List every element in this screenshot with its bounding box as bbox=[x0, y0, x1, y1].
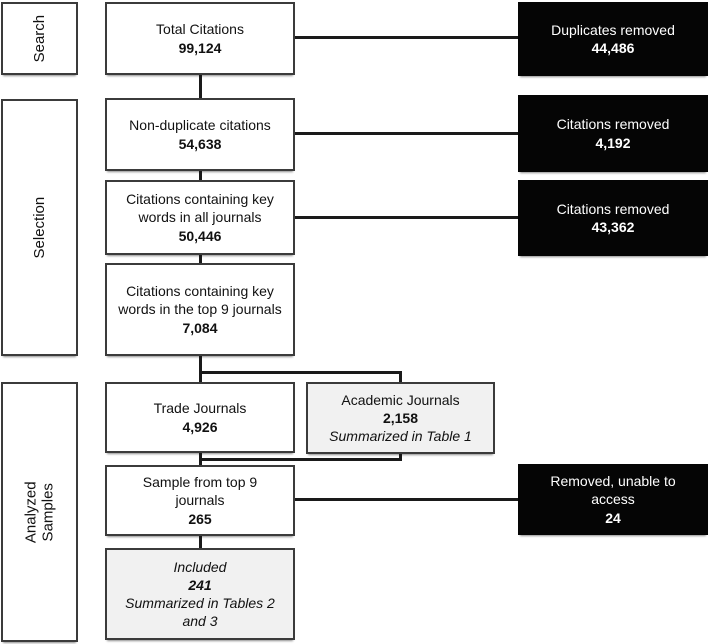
node-value: 2,158 bbox=[382, 409, 419, 426]
connector-keywords-all-to-keywords-top9 bbox=[199, 255, 202, 263]
connector-total-to-duplicates-removed bbox=[295, 36, 518, 39]
stage-box-search: Search bbox=[1, 2, 78, 75]
removed-label: Citations removed bbox=[556, 116, 670, 133]
node-note: Summarized in Tables 2 and 3 bbox=[125, 595, 275, 630]
connector-keywords-top9-to-trade bbox=[199, 356, 202, 382]
connector-total-to-nonduplicate bbox=[199, 75, 202, 98]
connector-split-horizontal bbox=[199, 371, 402, 374]
node-note: Summarized in Table 1 bbox=[329, 428, 472, 445]
node-value: 54,638 bbox=[178, 135, 222, 152]
stage-label-search: Search bbox=[30, 14, 48, 63]
node-label: Academic Journals bbox=[341, 391, 460, 408]
node-value: 7,084 bbox=[182, 319, 218, 336]
connector-merge-horizontal bbox=[199, 458, 402, 461]
node-total-citations: Total Citations 99,124 bbox=[105, 2, 295, 75]
node-label: Non-duplicate citations bbox=[129, 117, 271, 134]
node-included: Included 241 Summarized in Tables 2 and … bbox=[105, 548, 295, 640]
removed-label: Removed, unable to access bbox=[550, 473, 676, 508]
node-keywords-top9-journals: Citations containing key words in the to… bbox=[105, 263, 295, 356]
stage-label-analyzed-samples: Analyzed Samples bbox=[22, 481, 57, 543]
removed-box-citations-2: Citations removed 43,362 bbox=[518, 180, 708, 256]
removed-value: 44,486 bbox=[591, 40, 635, 56]
connector-sample-to-included bbox=[199, 536, 202, 548]
node-trade-journals: Trade Journals 4,926 bbox=[105, 382, 295, 453]
removed-label: Duplicates removed bbox=[551, 21, 675, 38]
stage-box-analyzed-samples: Analyzed Samples bbox=[1, 382, 78, 642]
node-label: Citations containing key words in the to… bbox=[118, 283, 282, 318]
connector-nonduplicate-to-citations-removed bbox=[295, 132, 518, 135]
removed-label: Citations removed bbox=[556, 200, 670, 217]
node-label: Trade Journals bbox=[153, 400, 247, 417]
removed-box-duplicates: Duplicates removed 44,486 bbox=[518, 2, 708, 76]
stage-label-selection: Selection bbox=[30, 196, 48, 259]
node-label: Total Citations bbox=[156, 21, 244, 38]
node-non-duplicate-citations: Non-duplicate citations 54,638 bbox=[105, 98, 295, 171]
removed-box-citations-1: Citations removed 4,192 bbox=[518, 95, 708, 172]
connector-nonduplicate-to-keywords-all bbox=[199, 171, 202, 180]
removed-value: 24 bbox=[605, 509, 621, 526]
connector-keywords-all-to-citations-removed bbox=[295, 216, 518, 219]
node-label: Sample from top 9 journals bbox=[142, 474, 258, 509]
node-label: Citations containing key words in all jo… bbox=[126, 191, 274, 226]
node-value: 4,926 bbox=[182, 418, 218, 435]
connector-sample-to-unable-access bbox=[295, 498, 518, 501]
node-value: 50,446 bbox=[178, 227, 222, 244]
connector-split-to-academic bbox=[399, 371, 402, 382]
removed-box-unable-access: Removed, unable to access 24 bbox=[518, 464, 708, 535]
node-keywords-all-journals: Citations containing key words in all jo… bbox=[105, 180, 295, 255]
stage-box-selection: Selection bbox=[1, 99, 78, 356]
removed-value: 43,362 bbox=[591, 219, 635, 235]
node-sample-top9: Sample from top 9 journals 265 bbox=[105, 465, 295, 536]
node-value: 265 bbox=[188, 510, 212, 527]
node-academic-journals: Academic Journals 2,158 Summarized in Ta… bbox=[306, 382, 495, 454]
node-label: Included bbox=[173, 558, 227, 575]
connector-academic-to-merge bbox=[399, 454, 402, 461]
removed-value: 4,192 bbox=[595, 134, 631, 151]
node-value: 241 bbox=[188, 576, 212, 593]
node-value: 99,124 bbox=[178, 39, 222, 56]
